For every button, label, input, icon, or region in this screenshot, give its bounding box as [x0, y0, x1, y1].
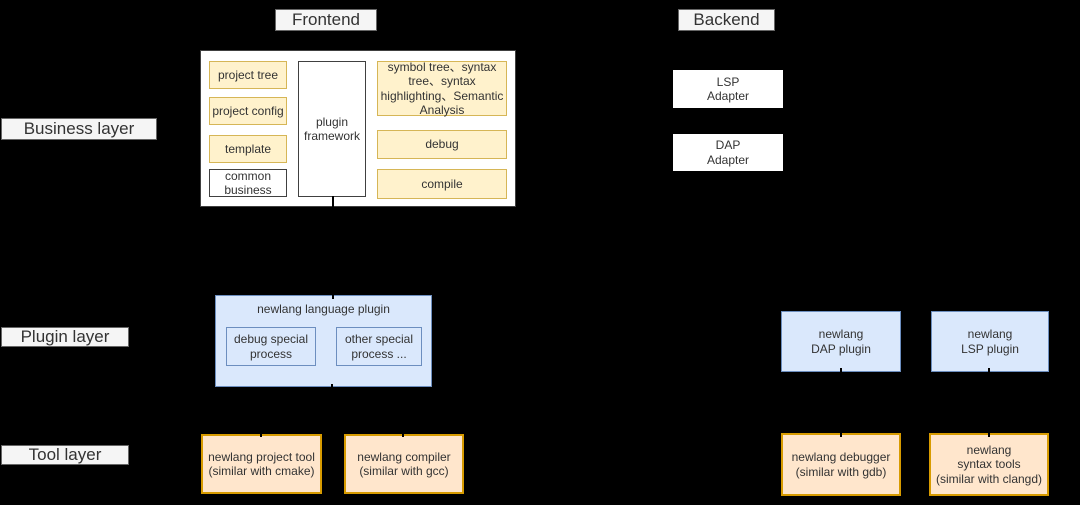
connector-project-tool-top — [260, 428, 262, 437]
connector-lsp-plugin-to-syntax-tools — [988, 368, 990, 437]
connector-framework-to-language-plugin — [332, 196, 334, 299]
project-config-box: project config — [209, 97, 287, 125]
frontend-section-label: Frontend — [275, 9, 377, 31]
tool-layer-label: Tool layer — [1, 445, 129, 465]
dap-plugin-box: newlang DAP plugin — [781, 311, 901, 372]
business-layer-label: Business layer — [1, 118, 157, 140]
project-tree-box: project tree — [209, 61, 287, 89]
debug-special-process-box: debug special process — [226, 327, 316, 366]
project-tool-box: newlang project tool (similar with cmake… — [201, 434, 322, 494]
lsp-plugin-box: newlang LSP plugin — [931, 311, 1049, 372]
language-plugin-title: newlang language plugin — [257, 302, 390, 316]
other-special-process-box: other special process ... — [336, 327, 422, 366]
plugin-layer-label: Plugin layer — [1, 327, 129, 347]
compile-box: compile — [377, 169, 507, 199]
connector-language-plugin-bottom — [331, 384, 333, 391]
dap-adapter-box: DAP Adapter — [673, 134, 783, 171]
syntax-tools-box: newlang syntax tools (similar with clang… — [929, 433, 1049, 496]
connector-compiler-top — [402, 428, 404, 437]
common-business-box: common business — [209, 169, 287, 197]
debug-box: debug — [377, 130, 507, 159]
language-plugin-container: newlang language plugin debug special pr… — [215, 295, 432, 387]
debugger-box: newlang debugger (similar with gdb) — [781, 433, 901, 496]
frontend-business-container: project tree project config template com… — [200, 50, 516, 207]
connector-dap-plugin-to-debugger — [840, 368, 842, 437]
plugin-framework-box: plugin framework — [298, 61, 366, 197]
compiler-box: newlang compiler (similar with gcc) — [344, 434, 464, 494]
lsp-adapter-box: LSP Adapter — [673, 70, 783, 108]
template-box: template — [209, 135, 287, 163]
backend-section-label: Backend — [678, 9, 775, 31]
symbol-tree-group-box: symbol tree、syntax tree、syntax highlight… — [377, 60, 507, 117]
